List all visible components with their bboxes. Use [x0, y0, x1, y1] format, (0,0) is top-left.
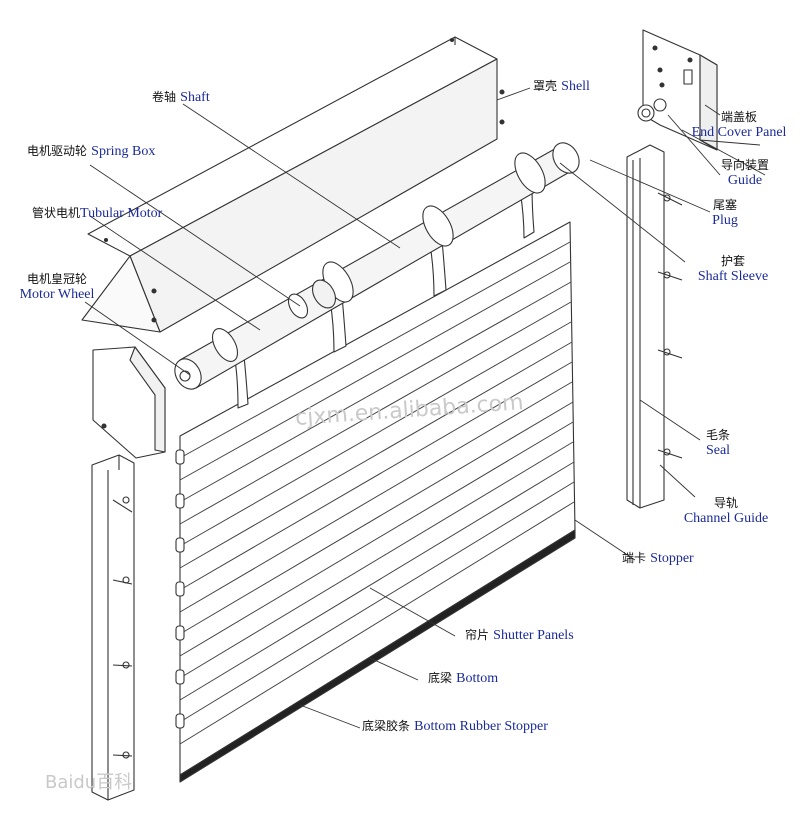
label-shutter-panels-en: Shutter Panels	[493, 628, 574, 643]
label-end-cover-panel: 端盖板 End Cover Panel	[680, 110, 798, 140]
label-shaft-sleeve: 护套 Shaft Sleeve	[688, 254, 778, 284]
label-spring-box: 电机驱动轮 Spring Box	[27, 144, 155, 159]
curtain-straps	[234, 185, 535, 409]
label-seal-cn: 毛条	[705, 428, 730, 442]
label-bottom-rubber-stopper-cn: 底梁胶条	[362, 719, 411, 733]
label-seal: 毛条 Seal	[700, 428, 736, 458]
label-seal-en: Seal	[705, 443, 731, 458]
label-tubular-motor: 管状电机Tubular Motor	[32, 206, 162, 221]
right-channel-guide	[626, 144, 683, 509]
label-motor-wheel: 电机皇冠轮 Motor Wheel	[12, 272, 102, 302]
label-stopper-en: Stopper	[650, 551, 694, 566]
label-plug-cn: 尾塞	[712, 198, 737, 212]
label-shutter-panels: 帘片 Shutter Panels	[465, 628, 574, 643]
label-end-cover-panel-en: End Cover Panel	[691, 125, 787, 140]
label-stopper: 端卡 Stopper	[622, 551, 694, 566]
label-spring-box-en: Spring Box	[91, 144, 156, 159]
shutter-panels-part	[175, 221, 576, 783]
leader-lines	[84, 87, 766, 729]
label-end-cover-panel-cn: 端盖板	[720, 110, 757, 124]
label-shaft: 卷轴 Shaft	[152, 90, 210, 105]
label-shell-cn: 罩壳	[533, 79, 558, 93]
label-shaft-sleeve-en: Shaft Sleeve	[697, 269, 769, 284]
label-tubular-motor-en: Tubular Motor	[80, 206, 163, 221]
label-plug-en: Plug	[712, 213, 738, 228]
label-guide-en: Guide	[727, 173, 763, 188]
corner-watermark: Baidu百科	[45, 772, 133, 793]
label-motor-wheel-cn: 电机皇冠轮	[26, 272, 87, 286]
label-motor-wheel-en: Motor Wheel	[19, 287, 95, 302]
label-shell-en: Shell	[561, 79, 590, 94]
motor-wheel-part	[287, 279, 337, 319]
label-channel-guide-en: Channel Guide	[683, 511, 769, 526]
left-end-plate	[92, 346, 166, 459]
label-shutter-panels-cn: 帘片	[465, 628, 490, 642]
label-bottom-rubber-stopper: 底梁胶条 Bottom Rubber Stopper	[362, 719, 548, 734]
label-channel-guide: 导轨 Channel Guide	[676, 496, 776, 526]
label-bottom: 底梁 Bottom	[428, 671, 498, 686]
label-bottom-en: Bottom	[456, 671, 499, 686]
label-shaft-cn: 卷轴	[152, 90, 177, 104]
label-stopper-cn: 端卡	[622, 551, 647, 565]
label-bottom-cn: 底梁	[428, 671, 453, 685]
label-shell: 罩壳 Shell	[533, 79, 590, 94]
label-guide: 导向装置 Guide	[700, 158, 790, 188]
end-cover-panel-part	[637, 29, 718, 151]
label-plug: 尾塞 Plug	[700, 198, 750, 228]
label-spring-box-cn: 电机驱动轮	[27, 144, 88, 158]
label-shaft-sleeve-cn: 护套	[720, 254, 745, 268]
label-bottom-rubber-stopper-en: Bottom Rubber Stopper	[414, 719, 548, 734]
label-tubular-motor-cn: 管状电机	[32, 206, 81, 220]
left-channel-guide	[91, 454, 135, 801]
label-channel-guide-cn: 导轨	[713, 496, 738, 510]
label-shaft-en: Shaft	[180, 90, 210, 105]
label-guide-cn: 导向装置	[720, 158, 769, 172]
